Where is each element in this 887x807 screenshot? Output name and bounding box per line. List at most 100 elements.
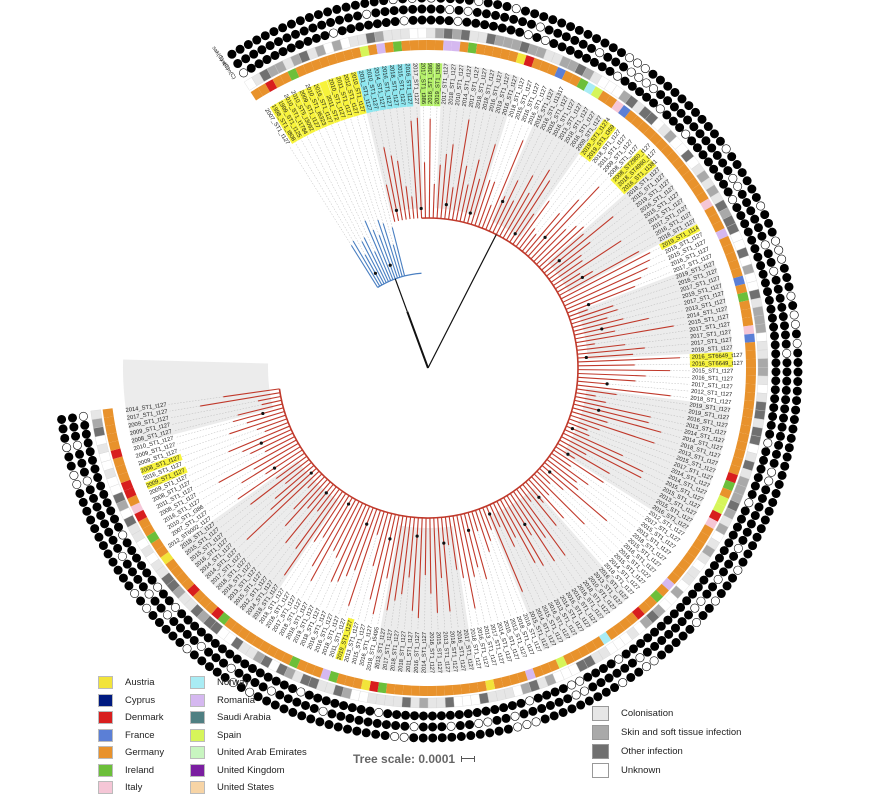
gene-presence-dot xyxy=(273,37,283,47)
support-node xyxy=(419,206,423,211)
gene-presence-dot xyxy=(756,261,766,271)
guide-line xyxy=(448,544,459,629)
gene-presence-dot xyxy=(771,489,781,499)
country-cell xyxy=(671,157,685,170)
branch xyxy=(553,449,604,483)
infection-cell xyxy=(426,27,436,39)
gene-presence-dot xyxy=(252,35,262,45)
gene-presence-dot xyxy=(463,709,473,719)
branch xyxy=(568,418,600,431)
country-cell xyxy=(546,63,559,77)
gene-presence-dot xyxy=(144,589,154,599)
branch xyxy=(432,184,435,219)
branch xyxy=(559,439,587,456)
gene-presence-dot xyxy=(713,574,723,584)
gene-presence-dot xyxy=(786,433,796,443)
gene-presence-dot xyxy=(643,633,653,643)
gene-presence-dot xyxy=(106,506,116,516)
gene-presence-dot xyxy=(692,143,702,153)
gene-presence-dot xyxy=(436,711,446,721)
guide-line xyxy=(181,429,257,458)
guide-line xyxy=(257,508,308,567)
gene-presence-dot xyxy=(770,340,780,350)
country-cell xyxy=(682,551,696,565)
gene-presence-dot xyxy=(360,0,370,8)
infection-cell xyxy=(374,30,385,43)
infection-cell xyxy=(755,401,767,412)
branch xyxy=(374,251,389,282)
tip-label: 2017_ST1_t127 xyxy=(441,63,449,105)
gene-presence-dot xyxy=(751,192,761,202)
gene-presence-dot xyxy=(583,672,593,682)
branch xyxy=(440,153,448,219)
gene-presence-dot xyxy=(295,16,305,26)
country-cell xyxy=(204,601,218,615)
gene-presence-dot xyxy=(501,713,511,723)
gene-presence-dot xyxy=(492,715,502,725)
guide-line xyxy=(605,402,686,419)
guide-line xyxy=(522,591,531,610)
gene-presence-dot xyxy=(718,158,728,168)
gene-presence-dot xyxy=(533,693,543,703)
country-cell xyxy=(743,325,755,335)
gene-presence-dot xyxy=(740,219,750,229)
gene-presence-dot xyxy=(610,683,620,693)
country-cell xyxy=(394,684,404,696)
country-swatch xyxy=(98,781,113,794)
gene-presence-dot xyxy=(437,733,447,743)
branch xyxy=(386,515,404,611)
gene-presence-dot xyxy=(677,617,687,627)
tip-label: 2016_ST6649_t127 xyxy=(692,353,743,361)
gene-presence-dot xyxy=(771,367,781,377)
gene-presence-dot xyxy=(707,143,717,153)
gene-presence-dot xyxy=(618,678,628,688)
guide-line xyxy=(554,560,572,588)
branch xyxy=(524,213,560,255)
gene-presence-dot xyxy=(418,711,428,721)
infection-cell xyxy=(90,409,103,420)
branch xyxy=(541,233,584,271)
gene-presence-dot xyxy=(761,485,771,495)
branch xyxy=(448,516,458,570)
infection-legend-label: Unknown xyxy=(621,765,661,776)
support-node xyxy=(584,355,588,360)
infection-cell xyxy=(451,28,462,40)
clade-shade xyxy=(122,359,274,446)
support-node xyxy=(586,303,591,307)
tip-highlight xyxy=(326,77,348,121)
gene-presence-dot xyxy=(301,700,311,710)
country-cell xyxy=(146,531,160,544)
gene-presence-dot xyxy=(656,621,666,631)
branch xyxy=(405,186,411,220)
guide-line xyxy=(645,375,690,378)
gene-presence-dot xyxy=(792,338,802,348)
root-branch xyxy=(427,234,497,369)
gene-presence-dot xyxy=(164,596,174,606)
branch xyxy=(416,117,423,219)
branch xyxy=(577,376,636,382)
infection-cell xyxy=(756,340,768,351)
gene-presence-dot xyxy=(67,413,77,423)
guide-line xyxy=(534,159,588,229)
branch xyxy=(505,169,551,241)
gene-presence-dot xyxy=(122,559,132,569)
gene-presence-dot xyxy=(515,27,525,37)
country-legend-label: Saudi Arabia xyxy=(217,712,271,723)
gene-presence-dot xyxy=(566,22,576,32)
support-node xyxy=(570,427,575,431)
gene-presence-dot xyxy=(642,92,652,102)
gene-presence-dot xyxy=(409,722,419,732)
country-cell xyxy=(577,644,590,658)
support-node xyxy=(466,528,471,532)
country-cell xyxy=(744,333,755,343)
gene-presence-dot xyxy=(80,420,90,430)
gene-presence-dot xyxy=(182,629,192,639)
country-cell xyxy=(590,86,604,100)
branch xyxy=(522,483,557,526)
gene-presence-dot xyxy=(768,411,778,421)
gene-presence-dot xyxy=(297,711,307,721)
gene-presence-dot xyxy=(747,489,757,499)
gene-presence-dot xyxy=(663,96,673,106)
gene-presence-dot xyxy=(709,129,719,139)
infection-legend-label: Other infection xyxy=(621,746,683,757)
